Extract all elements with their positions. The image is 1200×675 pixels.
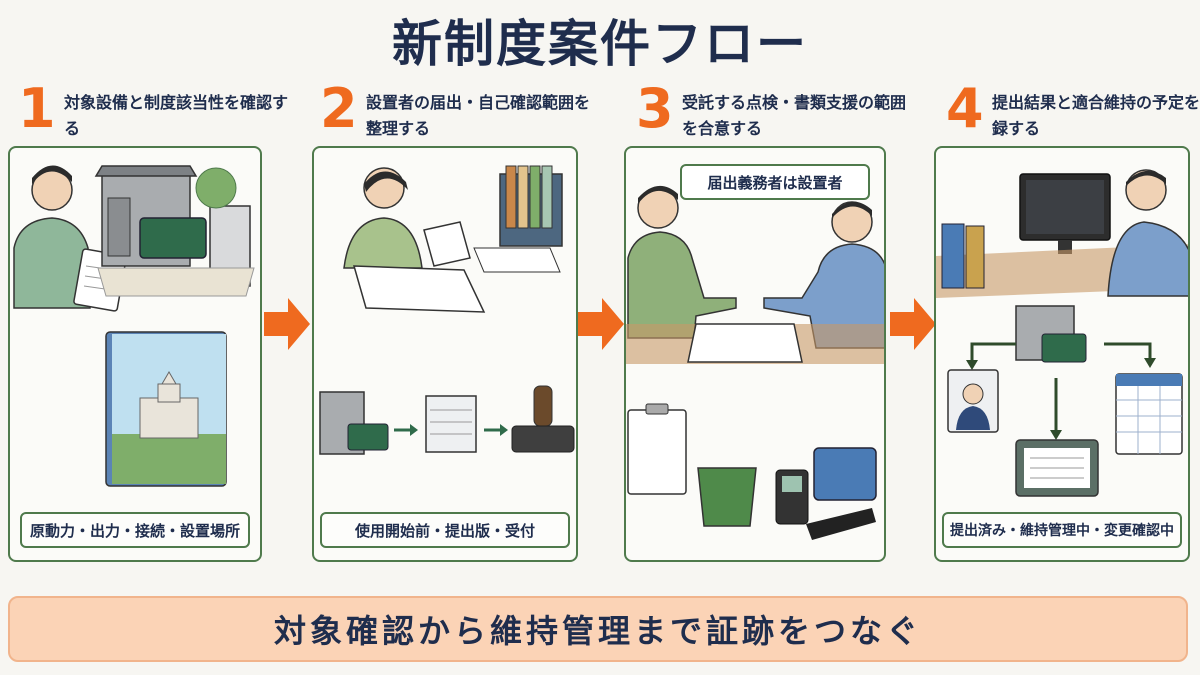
step-1-title: 対象設備と制度該当性を確認する [64,93,289,138]
step-1-label: 原動力・出力・接続・設置場所 [20,512,250,548]
computer-desk-icon [936,169,1188,298]
obligation-note: 届出義務者は設置者 [680,164,870,200]
generator-shed-icon [94,165,255,297]
page-title: 新制度案件フロー [392,15,808,73]
step-3-panel: 届出義務者は設置者 [624,146,886,562]
step-2-number: 2 [320,77,358,140]
step-2-title: 設置者の届出・自己確認範囲を整理する [366,93,591,138]
step-4-title: 提出結果と適合維持の予定を登録する [992,93,1200,138]
binder-shelf-icon [473,165,563,273]
summary-banner: 対象確認から維持管理まで証跡をつなぐ [8,596,1188,662]
flow-arrow-3-icon [890,298,936,350]
step-4-header: 4 提出結果と適合維持の予定を登録する [946,82,1200,144]
flow-arrow-2-icon [578,298,624,350]
record-branch-icon [947,305,1183,497]
clerk-person-icon [343,167,486,313]
step-4-label: 提出済み・維持管理中・変更確認中 [942,512,1182,548]
step-1-illustration [13,165,255,487]
process-sequence-icon [319,385,575,455]
handshake-icon [626,185,884,364]
inspection-tools-icon [627,403,877,540]
step-3-title: 受託する点検・書類支援の範囲を合意する [682,93,907,138]
step-2-label: 使用開始前・提出版・受付 [320,512,570,548]
step-1-panel: 原動力・出力・接続・設置場所 [8,146,262,562]
step-3-header: 3 受託する点検・書類支援の範囲を合意する [636,82,916,144]
step-4-number: 4 [946,77,984,140]
step-2-header: 2 設置者の届出・自己確認範囲を整理する [320,82,600,144]
step-2-panel: 使用開始前・提出版・受付 [312,146,578,562]
step-2-illustration [319,165,575,455]
step-3-number: 3 [636,77,674,140]
step-1-header: 1 対象設備と制度該当性を確認する [18,82,298,144]
flow-arrow-1-icon [264,298,310,350]
step-3-illustration [626,185,884,540]
regulation-book-icon [105,331,227,487]
step-4-panel: 提出済み・維持管理中・変更確認中 [934,146,1190,562]
step-4-illustration [936,169,1188,497]
step-1-number: 1 [18,77,56,140]
